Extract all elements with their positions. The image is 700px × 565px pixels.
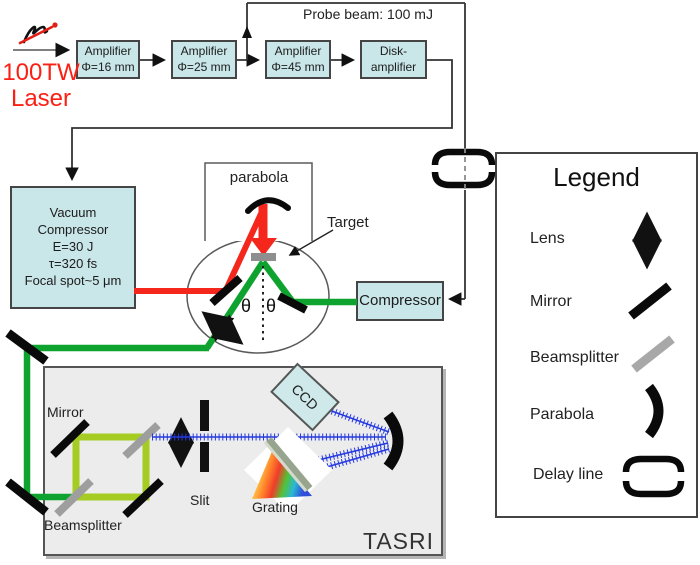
legend-box	[495, 152, 698, 518]
legend-lens-label: Lens	[530, 230, 565, 247]
amplifier-3-line1: Amplifier	[274, 43, 322, 58]
laser-name-label: 100TW Laser	[0, 60, 82, 112]
vc-line2: Compressor	[37, 222, 109, 238]
lab-logo	[18, 22, 58, 45]
compressor-box: Compressor	[356, 281, 444, 321]
probe-beam-label: Probe beam: 100 mJ	[303, 6, 433, 22]
tasri-beamsplitter-label: Beamsplitter	[44, 517, 122, 533]
target-chamber-circle	[186, 238, 330, 354]
red-arrow-head	[250, 238, 277, 256]
tasri-title: TASRI	[363, 528, 435, 554]
tasri-mirror-label: Mirror	[47, 404, 84, 420]
chamber-lens-icon	[201, 311, 244, 345]
amplifier-2-line1: Amplifier	[180, 43, 228, 58]
left-lower-mirror-icon	[5, 478, 49, 516]
left-upper-mirror-icon	[5, 329, 49, 365]
legend-title: Legend	[553, 162, 640, 192]
vc-line3: E=30 J	[52, 239, 94, 255]
vacuum-compressor-box: Vacuum Compressor E=30 J τ=320 fs Focal …	[10, 186, 136, 309]
amplifier-1-box: Amplifier Φ=16 mm	[76, 40, 140, 79]
green-beam-target-left	[204, 260, 266, 350]
delay-line-icon	[431, 148, 496, 190]
disk-amplifier-line1: Disk-	[379, 43, 408, 58]
logo-red-dot	[52, 22, 58, 28]
legend-beamsplitter-label: Beamsplitter	[530, 349, 619, 366]
red-beam-diagonal	[222, 203, 268, 294]
legend-parabola-label: Parabola	[530, 406, 595, 423]
target-label: Target	[327, 214, 369, 231]
amplifier-3-line2: Φ=45 mm	[271, 59, 325, 74]
amplifier-3-box: Amplifier Φ=45 mm	[265, 40, 331, 79]
theta-right-label: θ	[266, 296, 277, 316]
disk-amplifier-line2: amplifier	[370, 59, 417, 74]
vc-line1: Vacuum	[49, 205, 97, 221]
theta-left-label: θ	[241, 296, 252, 316]
probe-up-arrowhead	[242, 26, 252, 38]
target-icon	[251, 253, 276, 261]
laser-name-line2: Laser	[10, 85, 72, 112]
amplifier-2-line2: Φ=25 mm	[177, 59, 231, 74]
logo-red-slash	[18, 25, 54, 45]
laser-name-line1: 100TW	[2, 59, 80, 86]
parabola-label: parabola	[229, 169, 289, 186]
amplifier-2-box: Amplifier Φ=25 mm	[171, 40, 237, 79]
slit-label: Slit	[190, 492, 210, 508]
legend-delay-line-label: Delay line	[533, 466, 604, 483]
chamber-mirror-red-icon	[209, 275, 243, 306]
disk-amplifier-box: Disk- amplifier	[360, 40, 427, 79]
grating-label: Grating	[252, 499, 298, 515]
ccd-label: CCD	[288, 380, 322, 414]
parabola-mirror-icon	[245, 197, 291, 214]
chamber-mirror-green-icon	[277, 292, 308, 314]
amplifier-1-line1: Amplifier	[84, 43, 132, 58]
vc-line5: Focal spot~5 μm	[24, 272, 122, 288]
red-arrow-shaft	[258, 204, 268, 239]
target-pointer-arrow	[288, 229, 334, 256]
legend-mirror-label: Mirror	[530, 293, 572, 310]
amplifier-1-line2: Φ=16 mm	[81, 59, 135, 74]
vc-line4: τ=320 fs	[48, 255, 98, 271]
compressor-label: Compressor	[359, 292, 441, 310]
